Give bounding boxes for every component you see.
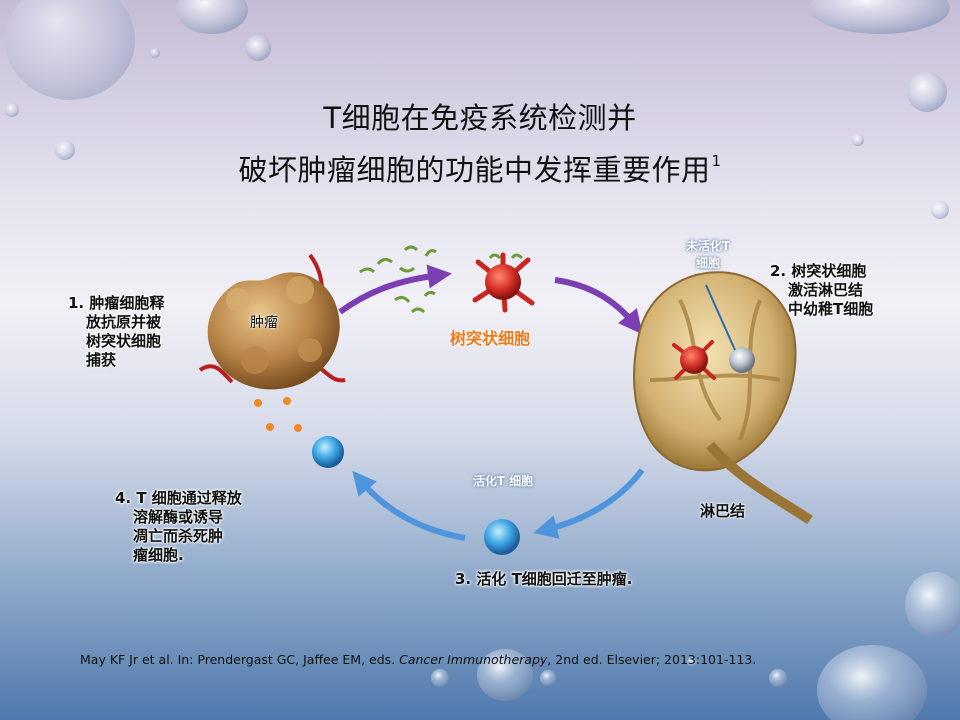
arrow-lymph-node-to-activated-t (533, 468, 645, 539)
arrow-dendritic-to-lymph-node (554, 277, 643, 335)
activated-t-cell-left (312, 436, 344, 468)
water-drops-decoration (5, 0, 960, 720)
lymph-node-graphic (633, 271, 813, 525)
citation-book-title: Cancer Immunotherapy (399, 652, 548, 667)
activated-t-cell-label: 活化T 细胞 (472, 474, 534, 488)
slide-title-line2: 破坏肿瘤细胞的功能中发挥重要作用1 (238, 152, 722, 187)
lymph-node-label: 淋巴结 (700, 502, 746, 520)
step-2-text: 2. 树突状细胞 激活淋巴结 中幼稚T细胞 (770, 262, 873, 319)
step-1-line4: 捕获 (86, 351, 117, 369)
tumor-cell-graphic (198, 253, 346, 390)
step-3-text: 3. 活化 T细胞回迁至肿瘤. (455, 570, 633, 588)
step-4-line3: 凋亡而杀死肿 (133, 527, 224, 545)
citation-prefix: May KF Jr et al. In: Prendergast GC, Jaf… (80, 652, 400, 667)
step-2-line1: 2. 树突状细胞 (770, 262, 867, 280)
naive-t-cell-label-line1: 未活化T (685, 239, 731, 253)
naive-t-cell-label: 未活化T 细胞 (668, 238, 748, 272)
step-2-line2: 激活淋巴结 (788, 281, 864, 299)
tumor-label: 肿瘤 (250, 315, 278, 331)
step-1-line2: 放抗原并被 (86, 313, 162, 331)
dendritic-cell-label: 树突状细胞 (450, 329, 531, 348)
released-particles (254, 397, 302, 432)
step-4-line4: 瘤细胞. (133, 546, 184, 564)
step-4-line2: 溶解酶或诱导 (133, 508, 224, 526)
step-1-line3: 树突状细胞 (86, 332, 162, 350)
step-1-text: 1. 肿瘤细胞释 放抗原并被 树突状细胞 捕获 (68, 294, 164, 370)
dendritic-cell-graphic (472, 252, 535, 313)
antigen-fragments (359, 245, 437, 314)
step-4-text: 4. T 细胞通过释放 溶解酶或诱导 凋亡而杀死肿 瘤细胞. (115, 489, 242, 565)
step-4-line1: 4. T 细胞通过释放 (115, 489, 242, 507)
step-1-line1: 1. 肿瘤细胞释 (68, 294, 165, 312)
citation: May KF Jr et al. In: Prendergast GC, Jaf… (80, 652, 756, 667)
naive-t-cell-label-line2: 细胞 (695, 256, 720, 270)
title-footnote-ref: 1 (711, 152, 722, 170)
arrow-tumor-to-dendritic (338, 264, 452, 315)
citation-suffix: , 2nd ed. Elsevier; 2013:101-113. (547, 652, 757, 667)
arrow-activated-t-to-tumor (352, 470, 466, 541)
step-2-line3: 中幼稚T细胞 (788, 300, 874, 318)
slide-title-line1: T细胞在免疫系统检测并 (323, 101, 637, 135)
activated-t-cell-lower (484, 519, 520, 555)
